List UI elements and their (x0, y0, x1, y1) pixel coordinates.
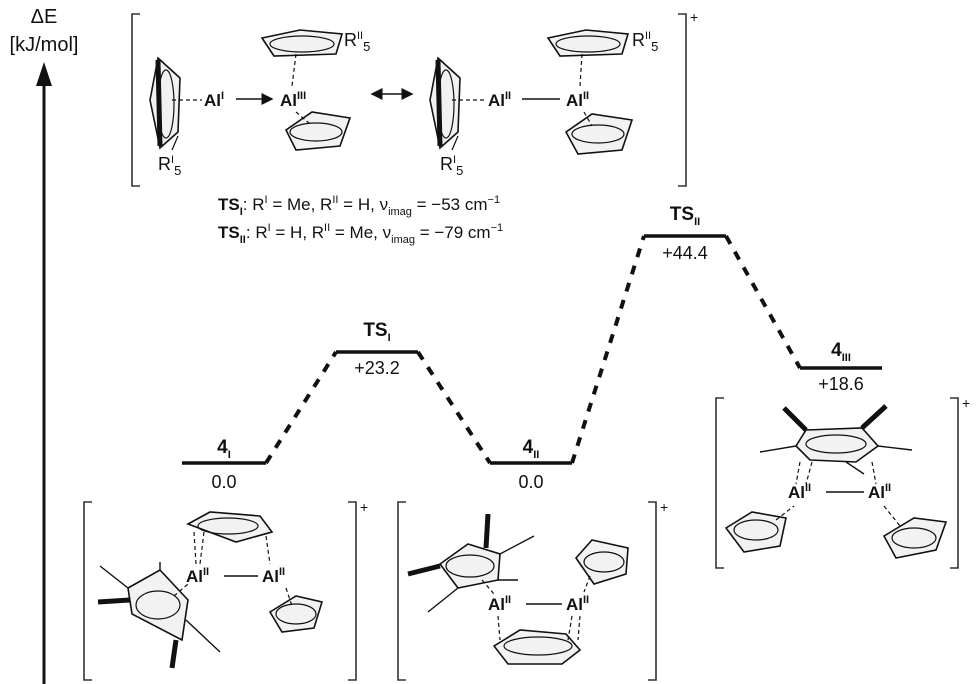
level-TSII: TSII +44.4 (644, 204, 726, 263)
cp-ring-right (268, 595, 324, 633)
bracket-right (678, 13, 687, 187)
state-energy: 0.0 (518, 472, 543, 492)
state-energy: 0.0 (211, 472, 236, 492)
structure-4III: + AlII AlII (715, 395, 970, 569)
ts-legend: TSI: RI = Me, RII = H, νimag = −53 cm−1 … (218, 194, 503, 246)
al-label-1: AlII (488, 594, 511, 614)
cp-ring-bottom (284, 111, 352, 151)
state-label: 4III (831, 340, 851, 364)
axis-symbol: ΔE (31, 6, 58, 28)
al-label-1: AlII (788, 482, 811, 502)
state-energy: +23.2 (354, 358, 400, 378)
path-4I-TSI (264, 350, 338, 465)
cp-ring-lower (149, 56, 181, 150)
cp-ring-pentamethyl (127, 568, 189, 642)
cp-ring-right (882, 517, 948, 559)
legend-line-TSII: TSII: RI = H, RII = Me, νimag = −79 cm−1 (218, 222, 503, 246)
bracket-right (348, 501, 357, 681)
bracket-left (131, 13, 140, 187)
al-label-2: AlII (262, 566, 285, 586)
ts-charge: + (690, 9, 698, 25)
cp-ring-upper (546, 29, 630, 57)
ts-structure: + AlI AlIII RI5 RII5 (131, 9, 698, 187)
cp-ring-lower (429, 56, 461, 150)
cp-ring-pentamethyl (438, 543, 501, 589)
charge: + (962, 395, 970, 411)
state-label: 4I (217, 437, 231, 461)
al-label-2: AlIII (280, 90, 306, 110)
r-upper-left: RII5 (344, 30, 370, 54)
ts-form-aluminylene: AlI AlIII RI5 RII5 (149, 29, 370, 178)
charge: + (360, 499, 368, 515)
path-TSI-4II (416, 350, 492, 465)
charge: + (660, 499, 668, 515)
r-lower-left: RI5 (158, 154, 181, 178)
cp-ring-bottom (492, 629, 582, 665)
bracket-right (950, 397, 959, 569)
cp-ring-right (574, 539, 629, 585)
level-4III: 4III +18.6 (800, 340, 882, 394)
path-4II-TSII (570, 235, 646, 464)
state-label: 4II (523, 437, 540, 461)
legend-line-TSI: TSI: RI = Me, RII = H, νimag = −53 cm−1 (218, 194, 500, 218)
path-TSII-4III (724, 235, 802, 369)
al-label-2: AlII (868, 482, 891, 502)
al-label-1: AlI (204, 90, 224, 110)
bracket-right (648, 501, 657, 681)
level-4I: 4I 0.0 (182, 437, 266, 492)
energy-axis: ΔE [kJ/mol] (10, 6, 79, 684)
reaction-paths (264, 235, 802, 465)
state-label: TSII (670, 204, 700, 228)
axis-arrow-head (36, 62, 52, 86)
state-label: TSI (363, 320, 390, 344)
al-label-1: AlII (488, 90, 511, 110)
state-energy: +18.6 (818, 374, 864, 394)
al-label-2: AlII (566, 594, 589, 614)
cp-ring-upper (260, 29, 344, 57)
structure-4I: + AlII AlII (83, 499, 368, 681)
cp-ring-left (724, 511, 787, 553)
r-lower-right: RI5 (440, 154, 463, 178)
al-label-2: AlII (566, 90, 589, 110)
structure-4II: + AlII AlII (397, 499, 668, 681)
cp-ring-bottom (564, 113, 634, 155)
level-TSI: TSI +23.2 (336, 320, 418, 378)
axis-unit: [kJ/mol] (10, 34, 79, 56)
cp-ring-top (186, 511, 274, 543)
al-label-1: AlII (186, 566, 209, 586)
bracket-left (83, 501, 92, 681)
level-4II: 4II 0.0 (490, 437, 572, 492)
bracket-left (397, 501, 406, 681)
ts-form-dialane: AlII AlII RI5 RII5 (429, 29, 658, 178)
bracket-left (715, 397, 724, 569)
r-upper-right: RII5 (632, 30, 658, 54)
state-energy: +44.4 (662, 243, 708, 263)
